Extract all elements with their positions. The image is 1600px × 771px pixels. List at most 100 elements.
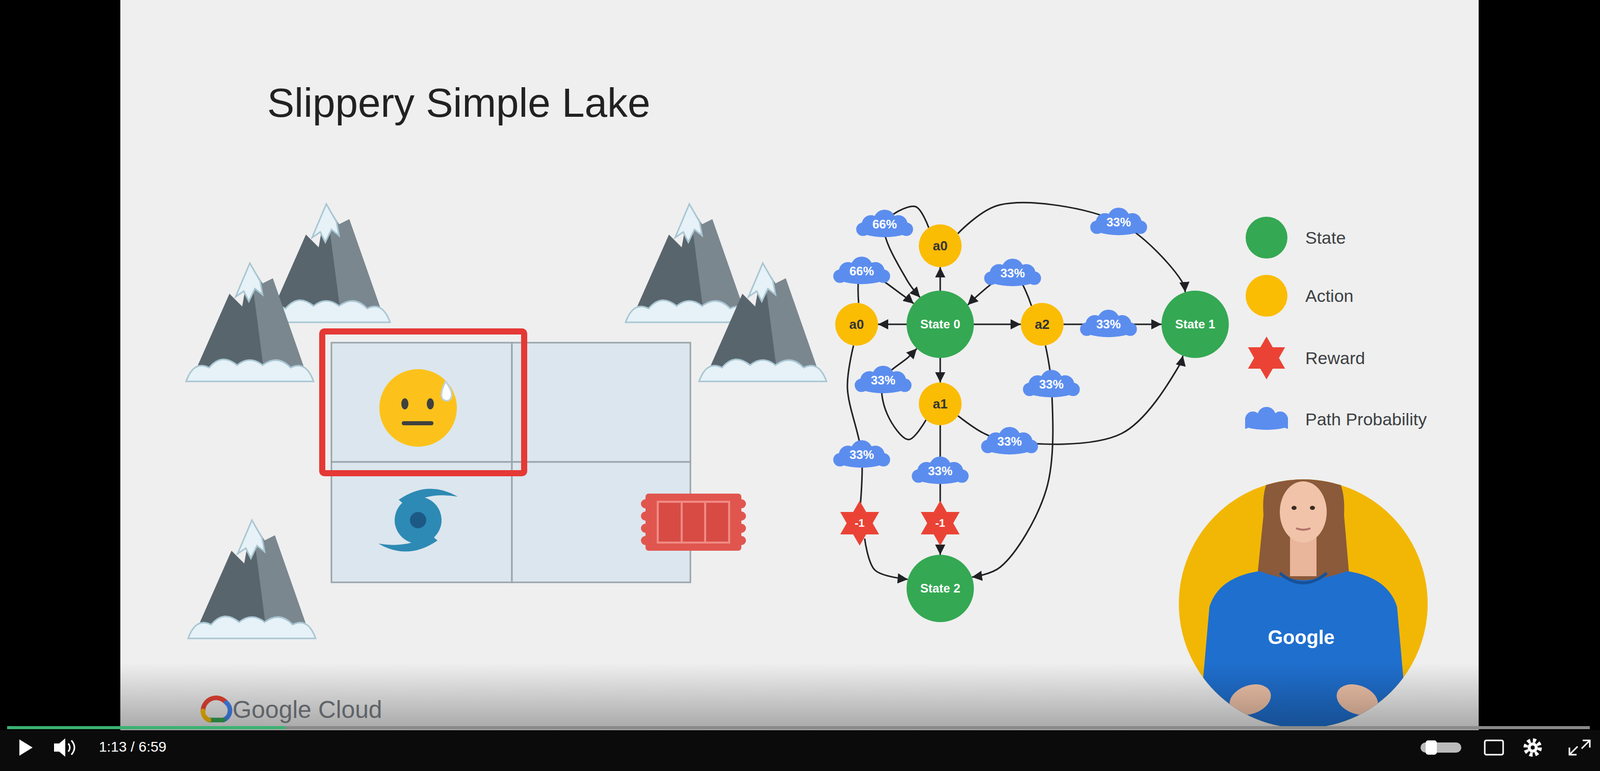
state-circle: State 1 bbox=[1161, 290, 1229, 358]
cloud-shape bbox=[833, 439, 891, 471]
node-label: -1 bbox=[854, 517, 865, 530]
legend-label: State bbox=[1305, 227, 1346, 248]
state-circle: State 2 bbox=[906, 554, 974, 623]
worried-face bbox=[379, 369, 457, 447]
legend-swatch bbox=[1245, 397, 1288, 441]
transition-arrow bbox=[939, 539, 942, 555]
probability-cloud: 33% bbox=[981, 426, 1039, 457]
action-circle: a0 bbox=[835, 302, 879, 346]
transition-arrow bbox=[858, 270, 914, 304]
probability-cloud: 33% bbox=[911, 455, 969, 487]
cloud-shape bbox=[984, 257, 1042, 289]
video-time: 1:13 / 6:59 bbox=[98, 739, 167, 756]
transition-arrow bbox=[958, 355, 1183, 445]
transition-arrow bbox=[1063, 323, 1162, 326]
transition-arrow bbox=[973, 323, 1021, 326]
action-circle: a1 bbox=[918, 382, 962, 426]
reward-star: -1 bbox=[917, 500, 963, 546]
volume-icon bbox=[54, 738, 75, 757]
probability-cloud: 33% bbox=[1090, 207, 1148, 238]
whirlpool-icon bbox=[378, 488, 458, 552]
legend-label: Path Probability bbox=[1305, 409, 1427, 430]
probability-cloud: 33% bbox=[833, 439, 891, 471]
path-probability: 33% bbox=[1106, 215, 1131, 230]
toggle-icon bbox=[1420, 740, 1462, 755]
ticket-goal bbox=[640, 493, 746, 551]
transition-arrow bbox=[864, 538, 909, 580]
path-probability: 33% bbox=[927, 463, 953, 479]
play-icon bbox=[19, 739, 33, 756]
legend-swatch bbox=[1245, 216, 1288, 260]
path-probability: 33% bbox=[997, 434, 1022, 449]
probability-cloud: 33% bbox=[984, 257, 1042, 289]
path-probability: 66% bbox=[849, 264, 874, 279]
node-label: a0 bbox=[933, 238, 948, 254]
legend-entry: State bbox=[1245, 216, 1346, 260]
lake-grid bbox=[331, 342, 691, 583]
node-label: -1 bbox=[935, 517, 946, 530]
transition-arrow bbox=[967, 273, 1032, 306]
transition-arrow bbox=[878, 323, 907, 326]
probability-cloud: 33% bbox=[854, 365, 912, 396]
path-probability: 33% bbox=[849, 447, 874, 462]
legend-entry: Path Probability bbox=[1245, 397, 1427, 441]
star-outline bbox=[837, 500, 883, 546]
mountain-icons bbox=[186, 203, 827, 639]
path-probability: 33% bbox=[870, 373, 896, 388]
slide-title: Slippery Simple Lake bbox=[267, 79, 651, 127]
path-probability: 33% bbox=[1000, 266, 1025, 281]
settings-icon bbox=[1525, 740, 1540, 755]
node-label: State 1 bbox=[1175, 317, 1216, 331]
transition-arrow bbox=[881, 348, 926, 440]
node-label: a2 bbox=[1035, 317, 1050, 332]
cloud-shape bbox=[1079, 308, 1138, 340]
cloud-shape bbox=[856, 209, 914, 240]
node-label: a0 bbox=[849, 317, 865, 332]
legend-label: Reward bbox=[1305, 348, 1365, 369]
node-label: a1 bbox=[933, 396, 948, 412]
player-gradient bbox=[120, 662, 1479, 731]
transition-arrow bbox=[939, 357, 942, 383]
path-probability: 66% bbox=[872, 217, 897, 232]
star-outline bbox=[917, 500, 963, 546]
transition-arrow bbox=[958, 202, 1186, 293]
reward-star: -1 bbox=[837, 500, 883, 546]
legend-label: Action bbox=[1305, 286, 1354, 306]
cloud-shape bbox=[854, 365, 912, 396]
fullscreen-icon bbox=[1569, 740, 1590, 755]
player-controls-bar bbox=[0, 730, 1600, 771]
shirt-logo-text: Google bbox=[1268, 627, 1335, 649]
legend-swatch bbox=[1245, 274, 1288, 318]
action-circle: a2 bbox=[1020, 302, 1064, 346]
cloud-shape bbox=[833, 255, 891, 287]
probability-cloud: 33% bbox=[1079, 308, 1138, 340]
path-probability: 33% bbox=[1096, 317, 1121, 332]
progress-track bbox=[7, 726, 1590, 730]
transition-arrow bbox=[847, 345, 863, 508]
agent-highlight bbox=[322, 331, 525, 474]
cloud-shape bbox=[911, 455, 969, 487]
transition-arrow bbox=[939, 425, 942, 507]
path-probability: 33% bbox=[1039, 377, 1064, 392]
action-circle: a0 bbox=[918, 224, 962, 268]
cloud-shape bbox=[1022, 369, 1080, 400]
probability-cloud: 33% bbox=[1022, 369, 1080, 400]
legend-swatch bbox=[1245, 336, 1288, 380]
state-circle: State 0 bbox=[906, 290, 974, 358]
transition-arrow bbox=[939, 267, 942, 291]
transition-arrow bbox=[884, 206, 929, 298]
probability-cloud: 66% bbox=[833, 255, 891, 287]
probability-cloud: 66% bbox=[856, 209, 914, 240]
node-label: State 0 bbox=[920, 317, 961, 331]
cloud-shape bbox=[1090, 207, 1148, 238]
transition-arrow bbox=[971, 345, 1053, 578]
captions-icon bbox=[1484, 740, 1504, 755]
legend-entry: Action bbox=[1245, 274, 1354, 318]
legend-entry: Reward bbox=[1245, 336, 1365, 380]
node-label: State 2 bbox=[920, 581, 961, 596]
cloud-shape bbox=[981, 426, 1039, 457]
progress-played bbox=[7, 726, 286, 730]
logo-text: Google Cloud bbox=[232, 696, 383, 724]
